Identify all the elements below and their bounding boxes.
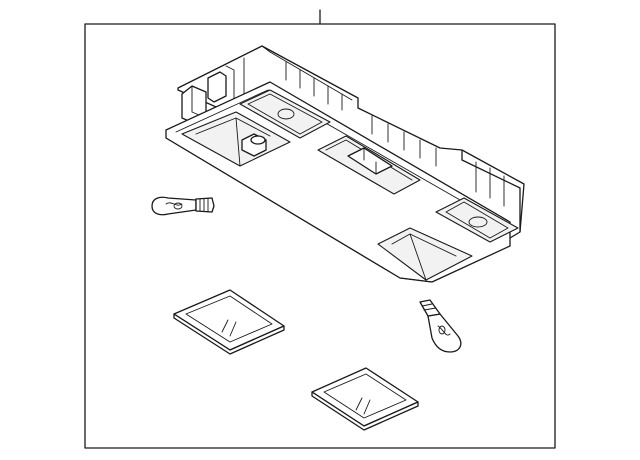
lens-lower	[311, 367, 419, 431]
dome-lamp-assembly	[165, 45, 525, 283]
bulb-left	[151, 196, 215, 216]
diagram-frame	[84, 23, 556, 449]
lens-upper	[173, 289, 285, 355]
bulb-right	[419, 299, 462, 353]
